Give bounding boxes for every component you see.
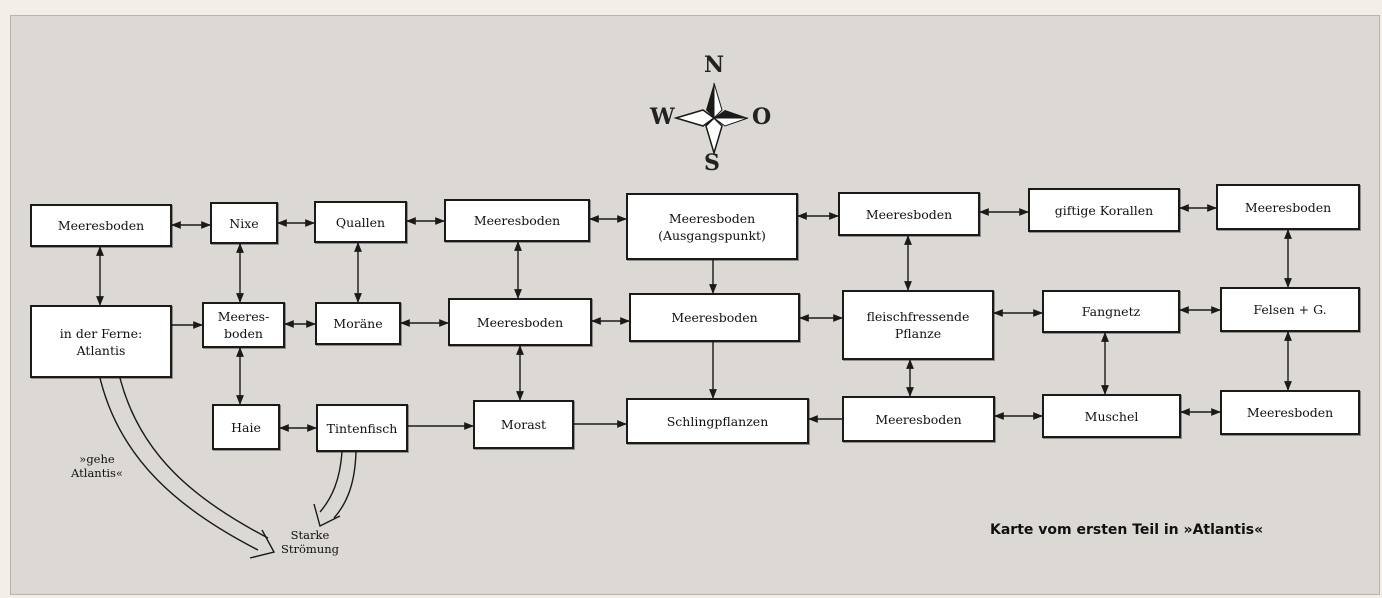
location-label: Meeresboden [57, 218, 145, 233]
compass-rose-icon [673, 82, 749, 156]
location-label: fleischfressende Pflanze [866, 309, 970, 341]
location-label: Meeresboden [671, 310, 758, 325]
location-label: Schlingpflanzen [666, 413, 769, 429]
location-meeresboden-r1c4: Meeresboden [444, 199, 590, 242]
compass-east-label: O [752, 104, 772, 130]
compass-south-label: S [704, 150, 720, 176]
location-quallen: Quallen [314, 201, 407, 243]
map-caption: Karte vom ersten Teil in »Atlantis« [990, 522, 1264, 538]
location-label: Moräne [333, 316, 383, 331]
note-starke-stroemung: Starke Strömung [281, 528, 339, 556]
current-arrow-atlantis [99, 377, 276, 559]
location-nixe: Nixe [210, 202, 278, 244]
location-label: Meeresboden [1244, 199, 1332, 215]
location-label: Meeresboden [865, 206, 953, 222]
location-label: Nixe [229, 215, 259, 231]
location-atlantis-ferne: in der Ferne: Atlantis [30, 305, 172, 378]
location-meeresboden-r3c8: Meeresboden [1220, 390, 1360, 435]
location-label: Morast [500, 417, 547, 432]
compass-west-label: W [650, 104, 675, 130]
location-meeresboden-r1c8: Meeresboden [1216, 184, 1360, 230]
location-label: Tintenfisch [326, 420, 398, 436]
location-label: Meeres- boden [217, 309, 270, 341]
location-label: Haie [231, 419, 261, 435]
location-schlingpflanzen: Schlingpflanzen [626, 398, 809, 444]
location-morast: Morast [473, 400, 574, 449]
location-label: Fangnetz [1081, 304, 1141, 319]
location-label: Meeresboden [473, 213, 561, 228]
location-label: Felsen + G. [1253, 302, 1327, 317]
location-moraene: Moräne [315, 302, 401, 345]
location-label: giftige Korallen [1054, 202, 1154, 218]
location-label: Meeresboden [875, 411, 962, 427]
location-label: in der Ferne: Atlantis [59, 325, 143, 358]
location-haie: Haie [212, 404, 280, 450]
location-label: Meeresboden [1246, 405, 1334, 420]
location-meeresboden-r2c5: Meeresboden [629, 293, 800, 342]
location-label: Quallen [335, 214, 386, 230]
location-giftige-korallen: giftige Korallen [1028, 188, 1180, 232]
location-meeresboden-r1c1: Meeresboden [30, 204, 172, 247]
compass-north-label: N [704, 52, 725, 78]
location-meeresboden-r2c4: Meeresboden [448, 298, 592, 346]
location-label: Meeresboden (Ausgangspunkt) [658, 210, 766, 243]
location-meeresboden-r1c6: Meeresboden [838, 192, 980, 236]
current-arrow-tintenfisch [313, 451, 357, 528]
location-fangnetz: Fangnetz [1042, 290, 1180, 333]
location-tintenfisch: Tintenfisch [316, 404, 408, 452]
note-gehe-atlantis: »gehe Atlantis« [71, 452, 123, 480]
location-muschel: Muschel [1042, 394, 1181, 438]
location-meeresboden-r2c2: Meeres- boden [202, 302, 285, 348]
location-meeresboden-start: Meeresboden (Ausgangspunkt) [626, 193, 798, 260]
location-label: Meeresboden [476, 314, 564, 330]
location-meeresboden-r3c6: Meeresboden [842, 396, 995, 442]
location-label: Muschel [1084, 408, 1139, 424]
location-fleischfressende-pflanze: fleischfressende Pflanze [842, 290, 994, 360]
location-felsen: Felsen + G. [1220, 287, 1360, 332]
